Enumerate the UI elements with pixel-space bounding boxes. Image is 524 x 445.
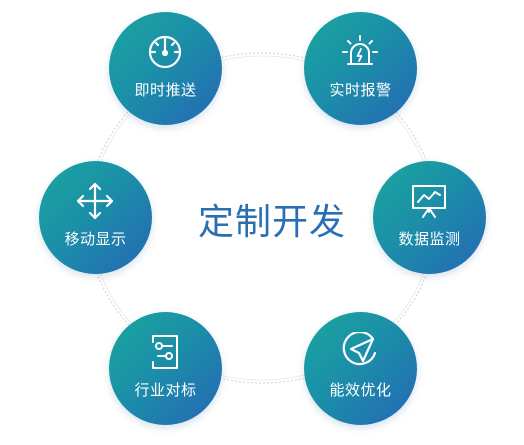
node-label: 实时报警: [329, 81, 392, 99]
node-label: 行业对标: [134, 381, 197, 399]
node-label: 数据监测: [398, 230, 461, 248]
node-label: 即时推送: [134, 81, 197, 99]
center-title: 定制开发: [197, 202, 346, 243]
node-label: 移动显示: [64, 230, 127, 248]
node-industry-benchmark[interactable]: 行业对标: [109, 312, 222, 425]
sliders-panel-icon: [145, 332, 185, 372]
speedometer-icon: [145, 32, 185, 72]
navigation-arrow-icon: [340, 332, 380, 372]
node-data-monitoring[interactable]: 数据监测: [373, 161, 486, 274]
node-realtime-alarm[interactable]: 实时报警: [304, 12, 417, 125]
alarm-light-icon: [340, 32, 380, 72]
node-instant-push[interactable]: 即时推送: [109, 12, 222, 125]
presentation-chart-icon: [409, 181, 449, 221]
move-arrows-icon: [75, 181, 115, 221]
node-label: 能效优化: [329, 381, 392, 399]
node-mobile-display[interactable]: 移动显示: [39, 161, 152, 274]
node-energy-optimization[interactable]: 能效优化: [304, 312, 417, 425]
